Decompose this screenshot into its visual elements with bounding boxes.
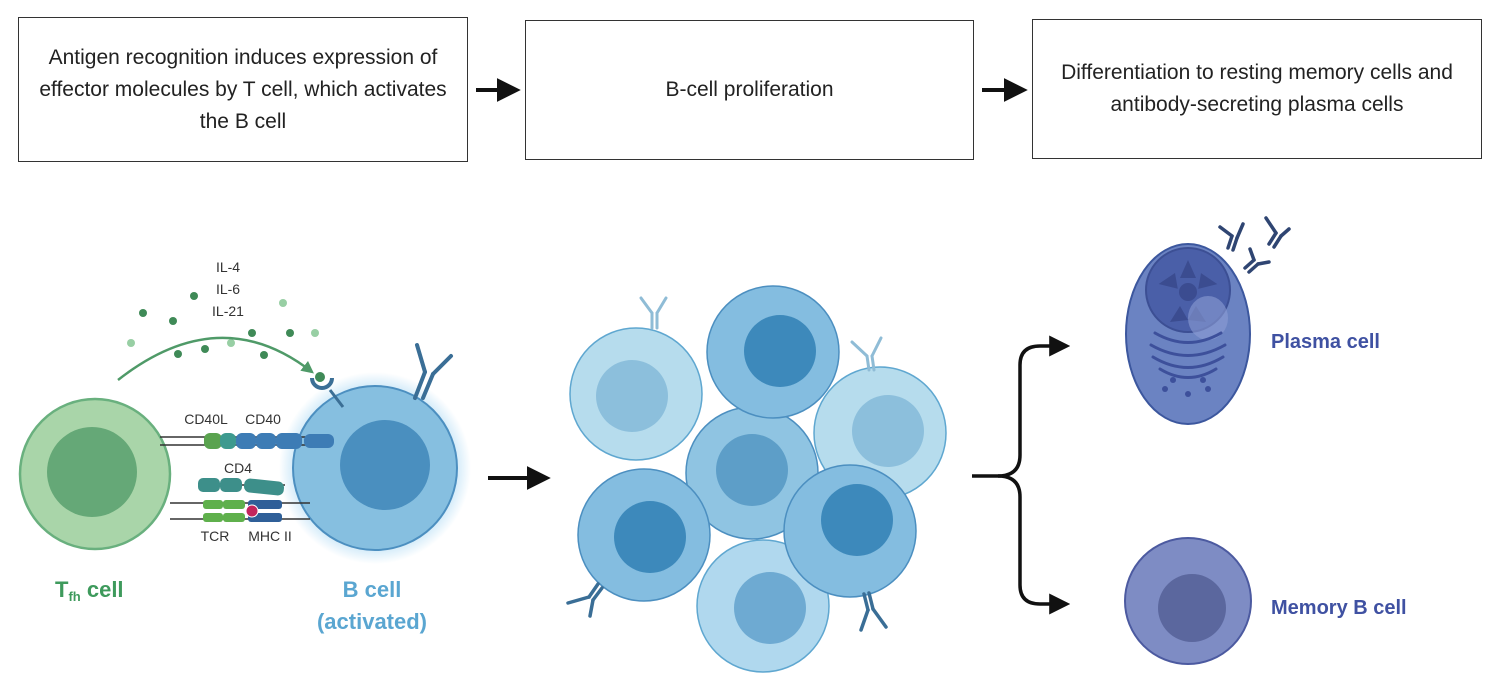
cluster-cell-top-left [569,327,703,461]
plasma-cell-label: Plasma cell [1271,331,1380,353]
tfh-cell-label-main: T [55,577,69,602]
tfh-cell [18,397,172,551]
memory-b-cell-label: Memory B cell [1271,597,1407,619]
molecule-label-cd4: CD4 [224,460,252,476]
molecule-label-mhc: MHC II [248,528,292,544]
step-text-b-cell-proliferation: B-cell proliferation [665,78,834,101]
step-text-antigen-recognition: Antigen recognition induces expression o… [39,45,447,133]
molecule-label-cd40l: CD40L [184,411,228,427]
synapse-molecules [160,433,334,522]
cytokine-label-il4: IL-4 [216,259,240,275]
cytokine-label-il6: IL-6 [216,281,240,297]
step-text-differentiation: Differentiation to resting memory cells … [1061,61,1453,116]
step-box-b-cell-proliferation: B-cell proliferation [525,20,974,160]
proliferating-b-cell-cluster [569,285,947,673]
cluster-antibody-bottom-left [566,582,604,618]
cytokine-label-il21: IL-21 [212,303,244,319]
cytokine-arrow [117,336,314,381]
memory-b-cell [1124,537,1252,665]
step-box-differentiation: Differentiation to resting memory cells … [1032,19,1482,159]
cluster-cell-center [685,406,819,540]
tfh-cell-label-sub: fh [68,589,80,604]
cytokine-dots [127,292,319,359]
molecule-label-tcr: TCR [201,528,230,544]
step-box-antigen-recognition: Antigen recognition induces expression o… [18,17,468,162]
b-cell-label: B cell [343,577,402,602]
tfh-cell-label-suffix: cell [81,577,124,602]
secreted-antibodies [1218,216,1291,274]
b-cell-activated [279,372,471,564]
branch-bracket [972,335,1071,478]
cluster-antibody-top [639,296,668,330]
cluster-antibody-right [850,336,883,372]
tfh-cell-label: Tfh cell [55,577,124,604]
cluster-cell-bottom [696,539,830,673]
plasma-cell [1125,243,1251,425]
cluster-cell-bottom-right [783,464,917,598]
molecule-label-cd40: CD40 [245,411,281,427]
branch-bracket-lower [997,474,1071,615]
cluster-cell-top-center [706,285,840,419]
b-cell-receptor-antibody [413,343,453,400]
b-cell-label-activated: (activated) [317,609,427,634]
cluster-antibody-bottom-right [859,591,888,632]
cytokine-receptor [310,372,345,408]
cluster-cell-bottom-left [577,468,711,602]
